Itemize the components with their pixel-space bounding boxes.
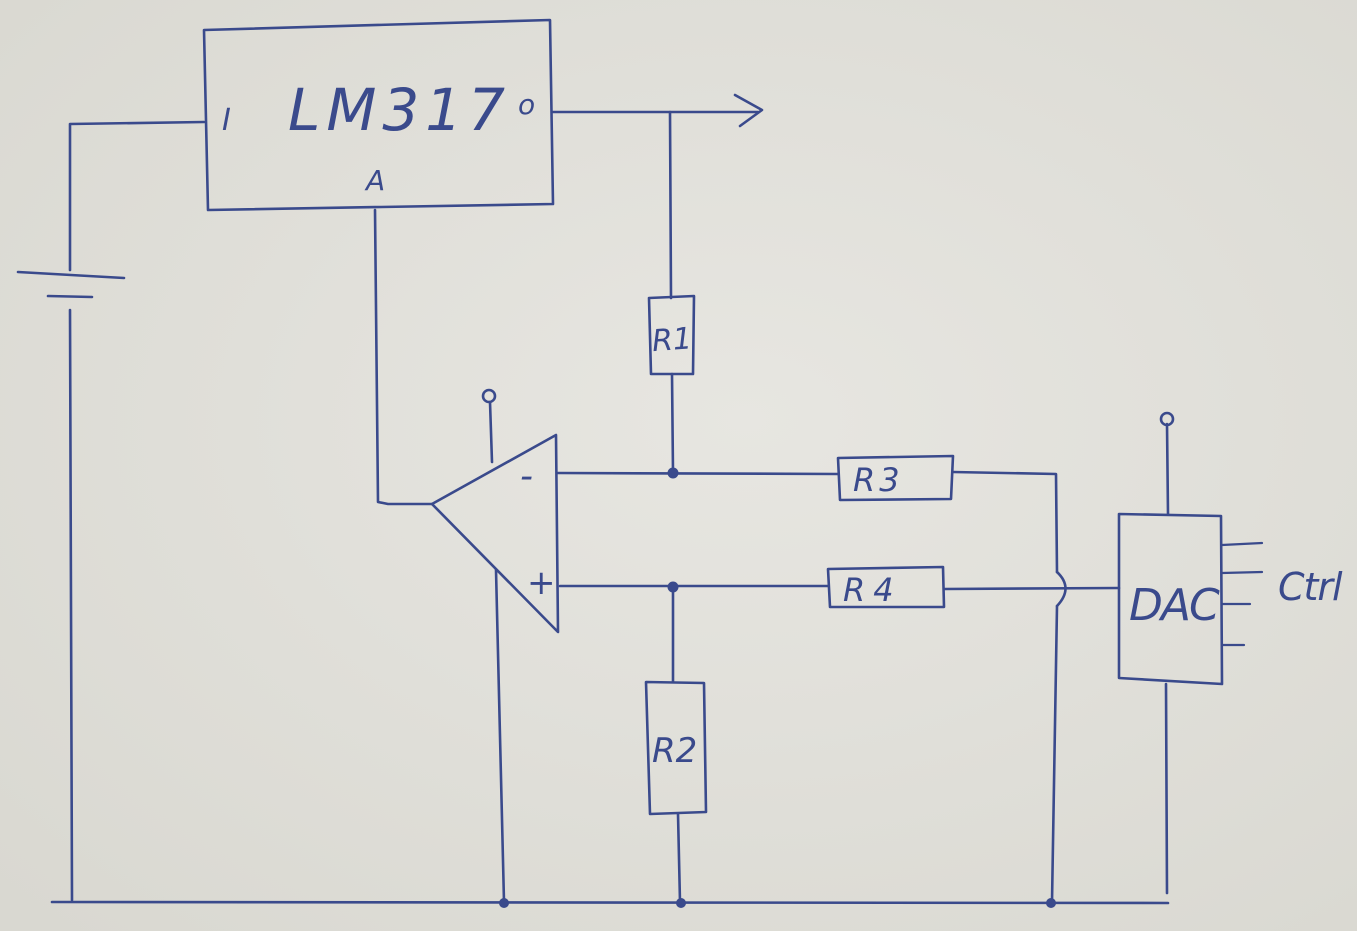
- dac-label: DAC: [1129, 580, 1220, 631]
- opamp-supply-wire: [488, 400, 494, 464]
- opamp-noninverting-label: +: [527, 563, 556, 603]
- r2-bottom-wire: [676, 812, 682, 904]
- battery-icon: [16, 270, 126, 299]
- dac-supply-wire: [1165, 422, 1170, 516]
- r3-label: R3: [853, 461, 904, 499]
- resistor-r3: R3: [836, 454, 955, 502]
- r1-top-wire: [668, 110, 673, 300]
- resistor-r2: R2: [644, 680, 708, 816]
- r4-to-dac-wire: [942, 586, 1121, 591]
- opamp: - +: [430, 388, 560, 904]
- dac-ground-wire: [1164, 682, 1169, 895]
- opamp-supply-terminal: [481, 388, 497, 404]
- opamp-inverting-label: -: [520, 456, 533, 497]
- lm317-pin-in: I: [222, 103, 231, 138]
- resistor-r4: R4: [826, 565, 946, 609]
- resistor-r1: R1: [647, 294, 696, 376]
- dac-control-label: Ctrl: [1278, 565, 1343, 609]
- r1-label: R1: [651, 321, 693, 359]
- junction-dot: [667, 467, 679, 479]
- junction-dot: [499, 898, 509, 908]
- lm317-pin-adj: A: [364, 164, 385, 197]
- lm317-regulator: LM317 I o A: [202, 18, 555, 212]
- r1-bottom-wire: [670, 372, 675, 474]
- input-wire: [68, 120, 206, 272]
- junction-dot: [1046, 898, 1056, 908]
- r3-to-ground-wire: [951, 470, 1059, 574]
- supply-return-wire: [68, 308, 74, 902]
- junction-dot: [676, 898, 686, 908]
- r2-label: R2: [652, 731, 697, 771]
- adj-wire: [373, 208, 434, 506]
- r4-label: R4: [843, 571, 902, 609]
- dac-supply-terminal: [1159, 411, 1175, 427]
- output-arrow-icon: [733, 93, 764, 128]
- dac-control-bus-icon: [1220, 541, 1264, 647]
- inverting-net-wire: [556, 471, 840, 476]
- ground-rail: [50, 900, 1170, 905]
- r3-ground-return-wire: [1050, 604, 1059, 904]
- lm317-label: LM317: [288, 76, 511, 144]
- dac-block: DAC Ctrl: [1117, 411, 1344, 895]
- opamp-ground-wire: [494, 568, 506, 904]
- lm317-pin-out: o: [518, 88, 535, 121]
